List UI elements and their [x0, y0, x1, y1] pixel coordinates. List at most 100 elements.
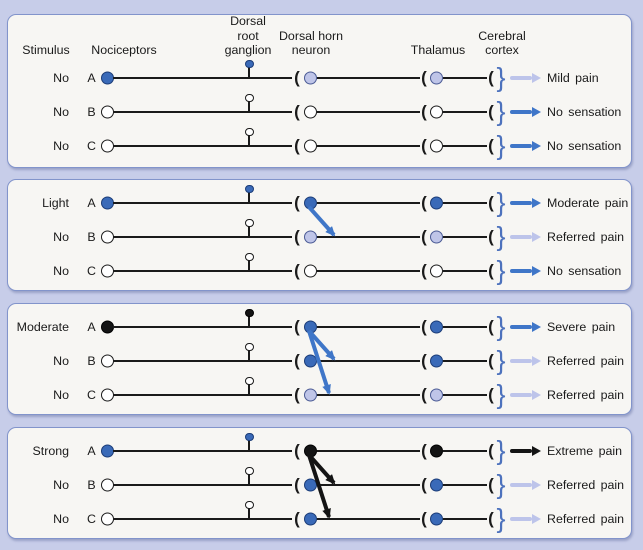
dorsal-horn-neuron-node [303, 320, 317, 334]
stimulus-label: No [53, 71, 69, 85]
outcome-arrow-head [532, 107, 541, 117]
stimulus-label: No [53, 264, 69, 278]
synapse-icon: ( [421, 227, 427, 247]
outcome-arrow-shaft [510, 359, 532, 363]
dorsal-root-ganglion-stem [248, 134, 250, 146]
outcome-arrow-head [532, 198, 541, 208]
column-header-stimulus: Stimulus [22, 43, 70, 58]
synapse-icon: ( [294, 509, 300, 529]
dorsal-root-ganglion-node [245, 93, 254, 102]
dorsal-root-ganglion-stem [248, 473, 250, 485]
synapse-icon: ( [421, 68, 427, 88]
outcome-arrow-shaft [510, 269, 532, 273]
outcome-arrow-head [532, 322, 541, 332]
nociceptor-node [100, 71, 114, 85]
dorsal-root-ganglion-stem [248, 225, 250, 237]
dorsal-horn-neuron-node [303, 512, 317, 526]
outcome-label: Referred pain [547, 354, 625, 368]
outcome-arrow-icon [510, 107, 541, 117]
dorsal-root-ganglion-node [245, 127, 254, 136]
synapse-icon: ( [421, 261, 427, 281]
outcome-arrow-head [532, 446, 541, 456]
nociceptor-node [100, 478, 114, 492]
outcome-label: Referred pain [547, 512, 625, 526]
synapse-icon: ( [421, 102, 427, 122]
ascending-axon-line [317, 145, 420, 147]
ascending-axon-line [317, 394, 420, 396]
cerebral-cortex-brace-icon: } [496, 435, 506, 466]
dorsal-root-ganglion-node [245, 184, 254, 193]
outcome-label: Mild pain [547, 71, 599, 85]
synapse-icon: ( [488, 441, 494, 461]
thalamocortical-axon-line [443, 270, 487, 272]
outcome-arrow-head [532, 232, 541, 242]
ascending-axon-line [317, 326, 420, 328]
header-line: Stimulus [22, 43, 70, 58]
outcome-arrow-shaft [510, 449, 532, 453]
fiber-letter: B [87, 354, 96, 368]
dorsal-root-ganglion-stem [248, 191, 250, 203]
thalamocortical-axon-line [443, 484, 487, 486]
fiber-letter: B [87, 478, 96, 492]
nociceptor-node [100, 230, 114, 244]
outcome-arrow-shaft [510, 517, 532, 521]
synapse-icon: ( [421, 193, 427, 213]
peripheral-axon-line [113, 270, 292, 272]
synapse-icon: ( [421, 317, 427, 337]
synapse-icon: ( [294, 351, 300, 371]
thalamocortical-axon-line [443, 450, 487, 452]
outcome-label: Referred pain [547, 388, 625, 402]
outcome-arrow-head [532, 266, 541, 276]
thalamus-node [429, 230, 443, 244]
synapse-icon: ( [294, 227, 300, 247]
synapse-icon: ( [488, 68, 494, 88]
outcome-arrow-icon [510, 356, 541, 366]
synapse-icon: ( [294, 136, 300, 156]
outcome-label: Referred pain [547, 478, 625, 492]
fiber-letter: B [87, 230, 96, 244]
outcome-label: Moderate pain [547, 196, 629, 210]
column-header-nociceptors: Nociceptors [91, 43, 156, 58]
synapse-icon: ( [488, 193, 494, 213]
dorsal-root-ganglion-node [245, 59, 254, 68]
outcome-arrow-icon [510, 480, 541, 490]
header-line: Thalamus [410, 43, 466, 58]
outcome-label: No sensation [547, 264, 622, 278]
ascending-axon-line [317, 111, 420, 113]
ascending-axon-line [317, 518, 420, 520]
nociceptor-node [100, 196, 114, 210]
outcome-label: Extreme pain [547, 444, 623, 458]
outcome-arrow-head [532, 356, 541, 366]
peripheral-axon-line [113, 202, 292, 204]
outcome-arrow-icon [510, 322, 541, 332]
cerebral-cortex-brace-icon: } [496, 503, 506, 534]
stimulus-label: Light [42, 196, 69, 210]
dorsal-root-ganglion-stem [248, 383, 250, 395]
outcome-label: No sensation [547, 139, 622, 153]
ascending-axon-line [317, 77, 420, 79]
peripheral-axon-line [113, 394, 292, 396]
synapse-icon: ( [488, 509, 494, 529]
header-line: cortex [485, 43, 519, 58]
cerebral-cortex-brace-icon: } [496, 96, 506, 127]
thalamus-node [429, 512, 443, 526]
outcome-arrow-icon [510, 390, 541, 400]
synapse-icon: ( [294, 441, 300, 461]
dorsal-root-ganglion-stem [248, 66, 250, 78]
cerebral-cortex-brace-icon: } [496, 130, 506, 161]
dorsal-horn-neuron-node [303, 444, 317, 458]
dorsal-horn-neuron-node [303, 105, 317, 119]
thalamus-node [429, 444, 443, 458]
nociceptor-node [100, 320, 114, 334]
outcome-arrow-shaft [510, 144, 532, 148]
synapse-icon: ( [421, 351, 427, 371]
dorsal-root-ganglion-stem [248, 439, 250, 451]
thalamocortical-axon-line [443, 236, 487, 238]
dorsal-horn-neuron-node [303, 354, 317, 368]
outcome-arrow-shaft [510, 393, 532, 397]
dorsal-horn-neuron-node [303, 196, 317, 210]
